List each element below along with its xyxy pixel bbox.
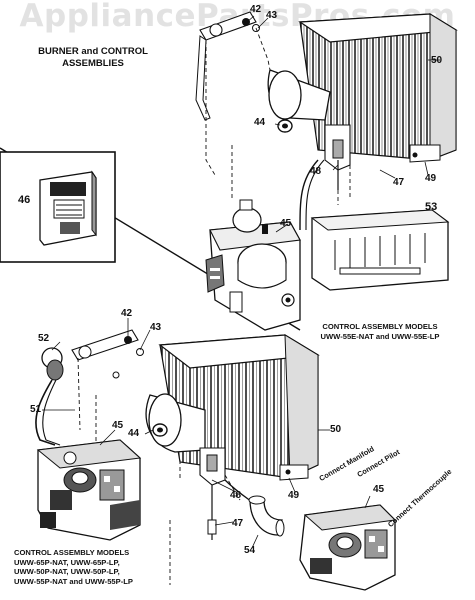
part-label-42-top: 42 [250,4,262,15]
part-53-module [310,209,450,291]
part-51-52-thermocouple [35,347,64,446]
caption-bottom-line-2: UWW-65P-NAT, UWW-65P-LP, [14,557,120,567]
part-label-51: 51 [30,404,42,415]
part-46-control-cover [39,170,97,246]
part-label-50-bottom: 50 [330,424,342,435]
part-label-47-top: 47 [393,177,405,188]
bottom-burner-assembly [71,329,320,585]
caption-top-line-2: UWW-55E-NAT and UWW-55E-LP [320,331,440,341]
part-label-47-bottom: 47 [232,518,244,529]
caption-bottom-line-4: UWW-55P-NAT and UWW-55P-LP [14,576,133,586]
caption-bottom-line-3: UWW-50P-NAT, UWW-50P-LP, [14,567,120,576]
part-45-top-valve [205,199,301,331]
part-label-42-bottom: 42 [121,308,133,319]
diagram-title: BURNER and CONTROL ASSEMBLIES [38,46,148,70]
part-label-49-top: 49 [425,173,437,184]
part-45-right-valve [299,504,397,591]
title-line-1: BURNER and CONTROL [38,46,148,57]
caption-top-line-1: CONTROL ASSEMBLY MODELS [322,322,438,331]
part-label-45-top: 45 [280,218,292,229]
part-label-49-bottom: 49 [288,490,300,501]
part-label-44-bottom: 44 [128,428,140,439]
part-label-44-top: 44 [254,117,266,128]
caption-bottom-line-1: CONTROL ASSEMBLY MODELS [14,548,130,557]
part-45-bottom-valve [36,439,142,541]
part-label-43-top: 43 [266,10,278,21]
part-label-53: 53 [425,201,438,213]
part-label-46: 46 [18,194,31,206]
leader-lines [42,15,440,549]
title-line-2: ASSEMBLIES [62,58,124,69]
top-burner-assembly [195,11,458,231]
part-label-48-bottom: 48 [230,490,242,501]
part-54-elbow [248,495,285,537]
part-label-45-right: 45 [373,484,385,495]
part-label-54: 54 [244,545,256,556]
part-label-45-bottom: 45 [112,420,124,431]
part-label-50-top: 50 [431,55,443,66]
part-label-52: 52 [38,333,50,344]
caption-top-assembly: CONTROL ASSEMBLY MODELS UWW-55E-NAT and … [310,322,450,341]
part-label-43-bottom: 43 [150,322,162,333]
caption-bottom-assembly: CONTROL ASSEMBLY MODELS UWW-65P-NAT, UWW… [14,548,133,586]
part-label-48-top: 48 [310,166,322,177]
